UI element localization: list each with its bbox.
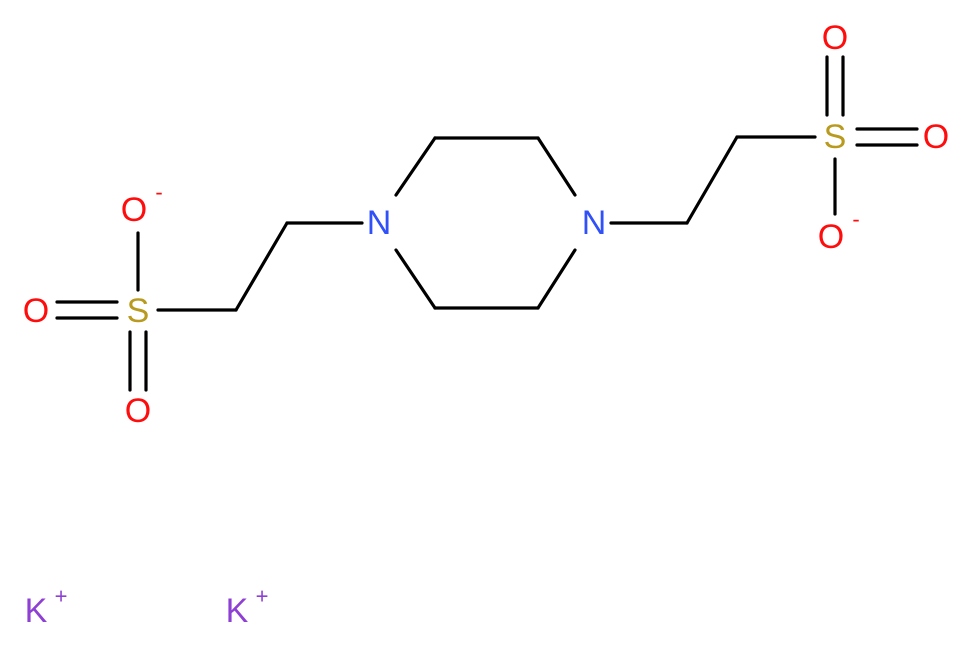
atom-n2: N [582,204,607,242]
atom-labels: N N S S O - O O O O O - [23,19,949,430]
atom-o2b: O [923,118,949,156]
bond-ring-n2-c3 [536,248,577,310]
counter-ions: K + K + [25,584,269,631]
bond-ca-cb [234,221,289,312]
bond-ring-c2-n2 [536,136,577,197]
charge-o1a: - [155,180,162,205]
atom-n1: N [367,204,392,242]
atom-o2a: O [822,19,848,57]
bond-ring-c4-n1 [394,248,437,310]
charge-o2c: - [852,207,859,232]
ion-k-2-charge: + [256,584,269,609]
atom-o2c: O [818,218,844,256]
atom-o1a: O [121,191,147,229]
bond-ring-n1-c1 [394,136,437,197]
atom-o1b: O [23,292,49,330]
atom-s2: S [824,118,847,156]
bonds [55,55,919,392]
atom-s1: S [127,292,150,330]
ion-k-1-charge: + [55,584,68,609]
atom-o1c: O [125,392,151,430]
ion-k-2: K [226,592,249,630]
bond-cc-cd [685,135,739,225]
ion-k-1: K [25,592,48,630]
